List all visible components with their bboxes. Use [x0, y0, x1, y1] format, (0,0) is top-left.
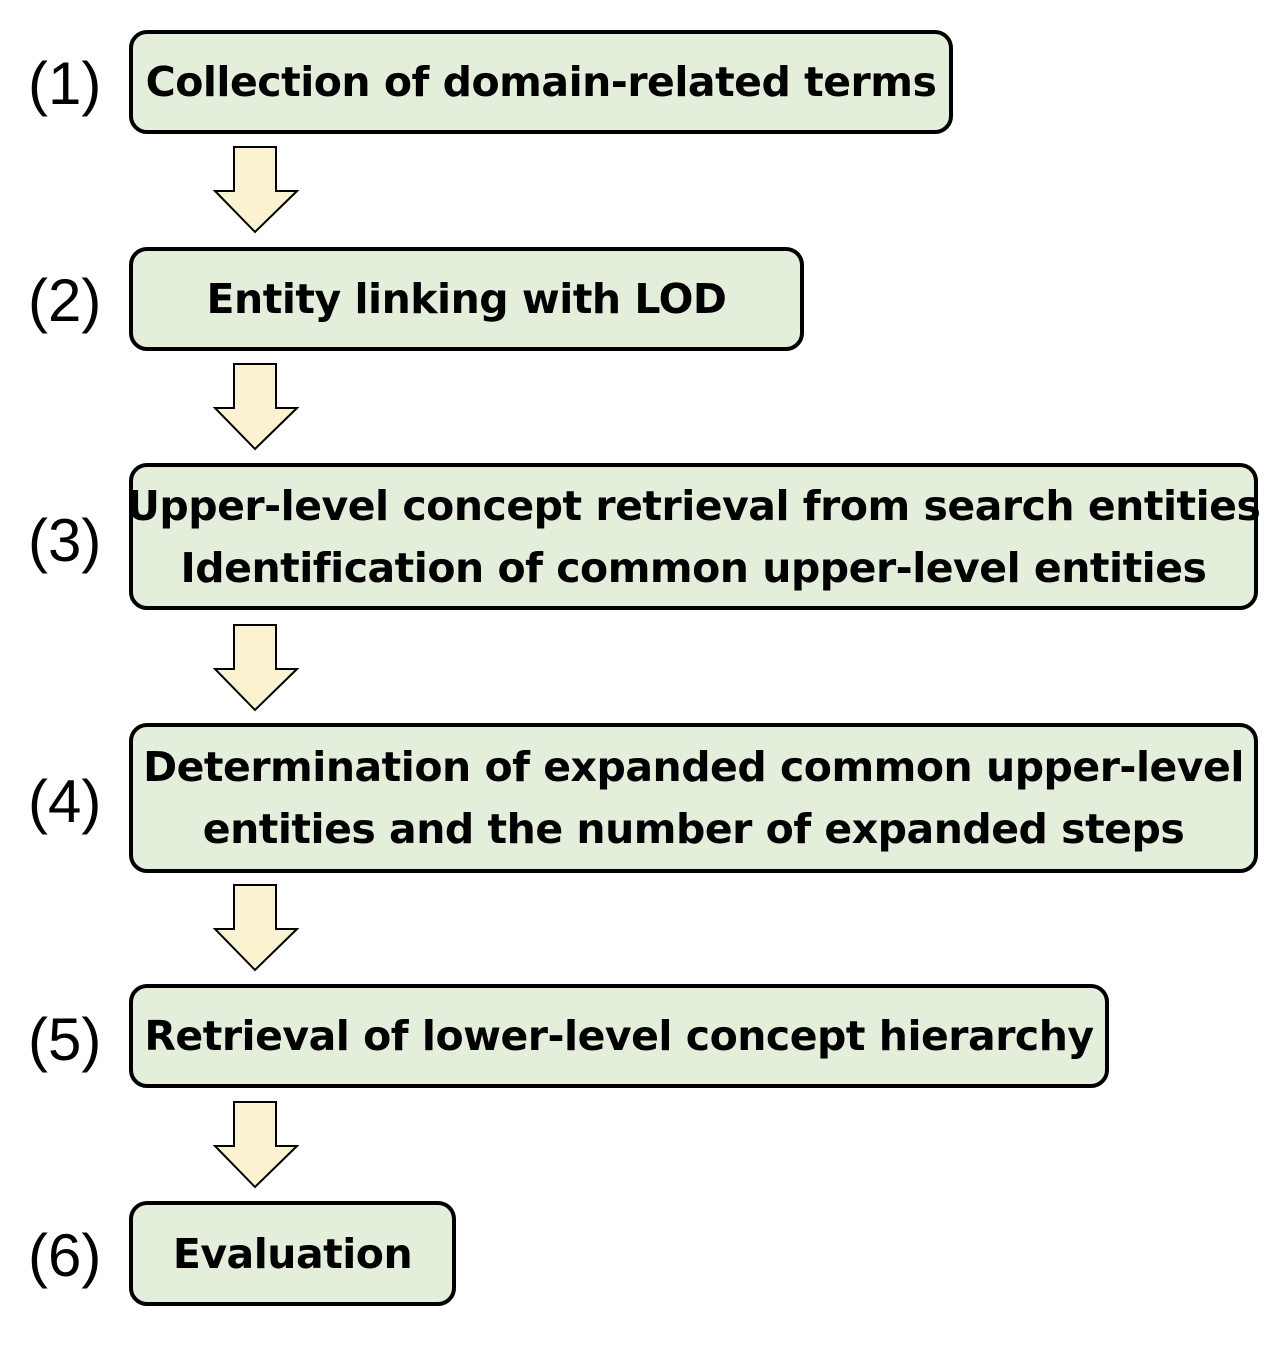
- step-4-text-line-2: entities and the number of expanded step…: [202, 805, 1185, 853]
- step-2-box: Entity linking with LOD: [129, 247, 804, 351]
- step-5-box: Retrieval of lower-level concept hierarc…: [129, 984, 1109, 1088]
- step-3-box: Upper-level concept retrieval from searc…: [126, 463, 1261, 610]
- down-arrow-icon: [213, 624, 299, 712]
- step-6-box: Evaluation: [129, 1201, 456, 1306]
- down-arrow-icon: [213, 363, 299, 451]
- step-1-box: Collection of domain-related terms: [129, 30, 953, 134]
- down-arrow-icon: [213, 146, 299, 234]
- step-4-text-line-1: Determination of expanded common upper-l…: [143, 743, 1244, 791]
- step-2-text: Entity linking with LOD: [206, 275, 727, 323]
- step-5-number: (5): [28, 1006, 102, 1073]
- step-4-number: (4): [28, 768, 102, 835]
- step-3-number: (3): [28, 507, 102, 574]
- step-5-text: Retrieval of lower-level concept hierarc…: [144, 1012, 1094, 1060]
- step-3-text-line-1: Upper-level concept retrieval from searc…: [126, 481, 1261, 530]
- step-1-text: Collection of domain-related terms: [145, 58, 937, 106]
- step-2-number: (2): [28, 267, 102, 334]
- down-arrow-icon: [213, 884, 299, 972]
- step-4-box: Determination of expanded common upper-l…: [129, 723, 1258, 873]
- down-arrow-icon: [213, 1101, 299, 1189]
- step-6-number: (6): [28, 1222, 102, 1289]
- step-6-text: Evaluation: [172, 1229, 413, 1278]
- step-1-number: (1): [28, 50, 102, 117]
- step-3-text-line-2: Identification of common upper-level ent…: [180, 543, 1207, 592]
